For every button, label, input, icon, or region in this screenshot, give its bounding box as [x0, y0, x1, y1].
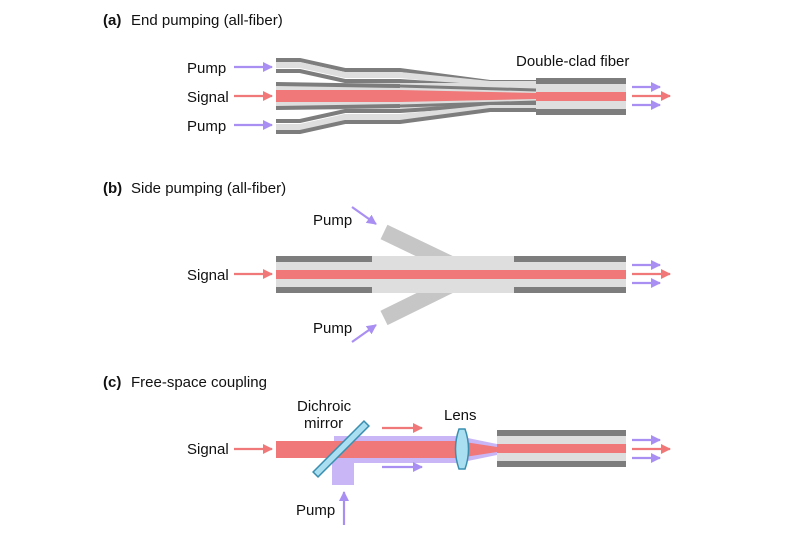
panel-c-signal-label: Signal [187, 441, 229, 458]
panel-a-fiber-label: Double-clad fiber [516, 53, 629, 70]
panel-c: (c) Free-space coupling Signal Dichroic … [103, 374, 671, 525]
panel-a-pump-bottom-label: Pump [187, 118, 226, 135]
dichroic-mirror-label-line2: mirror [304, 415, 343, 432]
main-fiber [276, 256, 626, 293]
pump-arrow [351, 206, 377, 225]
panel-a: (a) End pumping (all-fiber) Pump Signal … [103, 12, 671, 135]
panel-c-title: Free-space coupling [131, 374, 267, 391]
panel-b-letter: (b) [103, 180, 122, 197]
panel-a-pump-top-label: Pump [187, 60, 226, 77]
panel-b-pump-top-label: Pump [313, 212, 352, 229]
panel-b: (b) Side pumping (all-fiber) Pump Signal… [103, 180, 671, 343]
panel-a-letter: (a) [103, 12, 121, 29]
panel-a-title: End pumping (all-fiber) [131, 12, 283, 29]
dichroic-mirror [312, 420, 370, 478]
pump-fiber-bottom [276, 103, 536, 134]
pump-arrow [351, 324, 377, 343]
dichroic-mirror-label-line1: Dichroic [297, 398, 352, 415]
panel-b-pump-bottom-label: Pump [313, 320, 352, 337]
panel-c-pump-label: Pump [296, 502, 335, 519]
panel-b-signal-label: Signal [187, 267, 229, 284]
double-clad-fiber [536, 78, 626, 115]
panel-b-title: Side pumping (all-fiber) [131, 180, 286, 197]
output-fiber [497, 430, 626, 467]
lens-label: Lens [444, 407, 477, 424]
lens [454, 428, 470, 470]
panel-a-signal-label: Signal [187, 89, 229, 106]
panel-c-letter: (c) [103, 374, 121, 391]
